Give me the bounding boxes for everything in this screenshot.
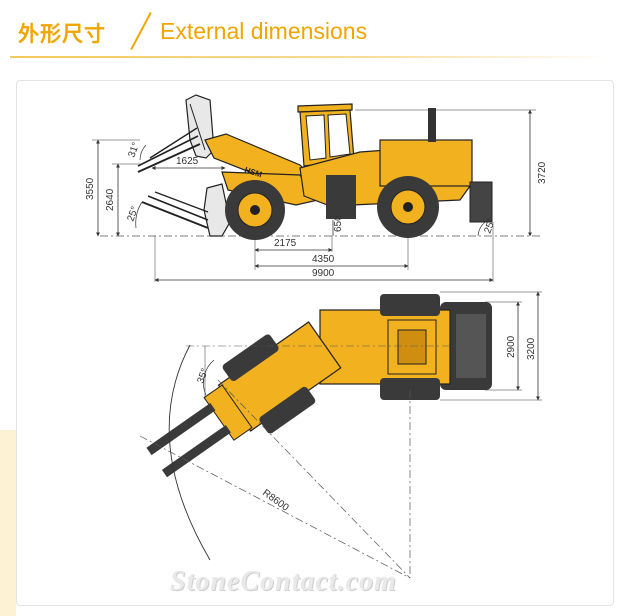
dim-2900: 2900 [506,335,517,358]
dim-3550: 3550 [85,177,96,200]
front-frame [146,321,342,478]
top-view: 2900 3200 35° R8600 [139,291,542,579]
dim-2175: 2175 [274,238,297,249]
side-tint [0,430,16,616]
lowered-fork [141,183,231,237]
rear-wheel [377,176,439,238]
title-chinese: 外形尺寸 [18,22,106,46]
dim-25-deg-left: 25° [125,205,141,223]
dim-9900: 9900 [312,268,335,279]
dim-1625: 1625 [176,156,199,167]
lift-arm: HSM [204,133,322,206]
diagram-frame [16,80,614,606]
dim-35-deg: 35° [195,367,211,385]
header: 外形尺寸 External dimensions [0,0,621,70]
dim-31-deg: 31° [126,141,142,159]
title-english: External dimensions [160,18,368,44]
dim-r8600: R8600 [260,488,291,514]
header-underline [10,56,610,58]
watermark: StoneContact.com [170,566,397,597]
turning-arc [168,344,211,561]
dim-25-deg-right: 25° [482,217,498,235]
dim-3200: 3200 [526,337,537,360]
rear-frame [319,294,492,400]
side-view: HSM 3550 [85,94,548,282]
dim-3720: 3720 [537,161,548,184]
front-wheel [225,180,285,240]
cab [297,103,355,167]
dim-650: 650 [333,215,344,232]
dim-4350: 4350 [312,254,335,265]
dim-2640: 2640 [105,188,116,211]
